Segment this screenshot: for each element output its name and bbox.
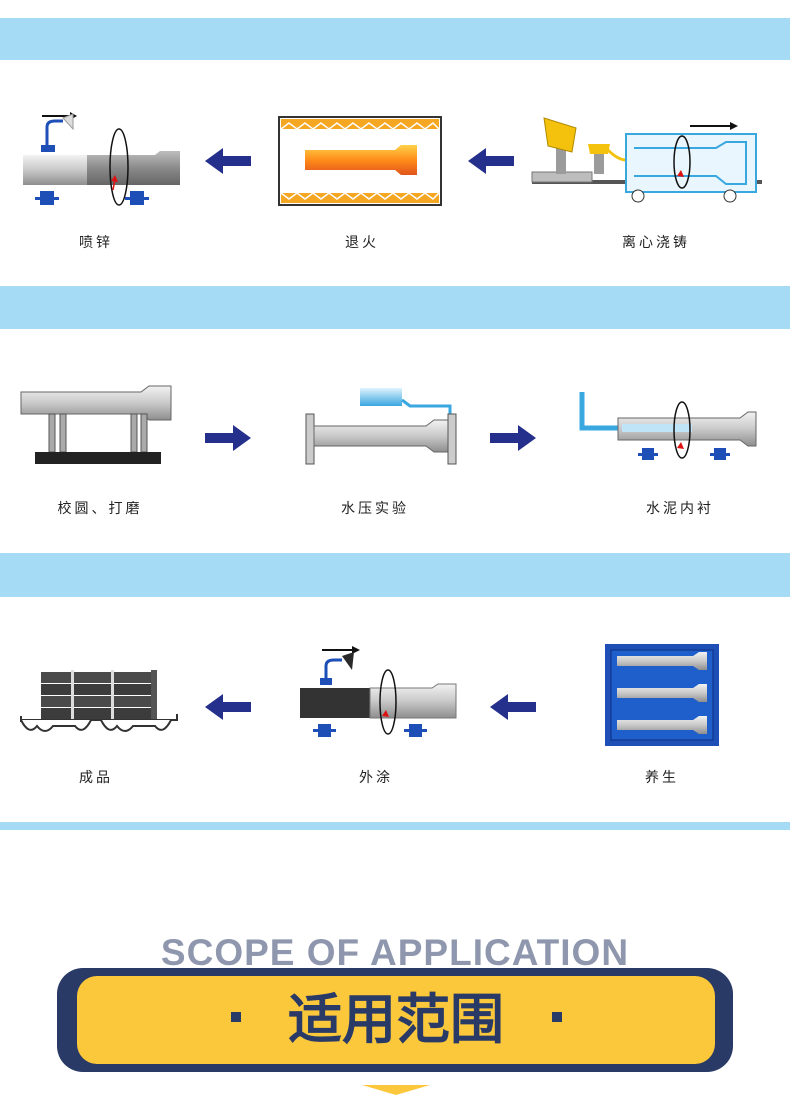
hydrostatic-test-illustration <box>300 382 540 502</box>
left-arrow-icon <box>205 694 251 720</box>
left-arrow-icon <box>468 148 514 174</box>
step-label-rounding-grinding: 校圆、打磨 <box>57 501 143 517</box>
section-divider <box>0 822 790 830</box>
bullet-dot-icon <box>552 1012 562 1022</box>
step-label-cement-lining: 水泥内衬 <box>646 501 714 517</box>
step-label-external-coating: 外涂 <box>359 770 393 786</box>
section-band-3 <box>0 553 790 597</box>
left-arrow-icon <box>205 148 251 174</box>
finished-product-illustration <box>15 664 255 784</box>
section-band-2 <box>0 286 790 329</box>
right-arrow-icon <box>490 425 536 451</box>
step-label-curing: 养生 <box>645 770 679 786</box>
step-label-annealing: 退火 <box>345 235 379 251</box>
step-label-zinc-spraying: 喷锌 <box>79 235 113 251</box>
banner-pointer <box>362 1085 430 1095</box>
centrifugal-casting-illustration <box>530 112 770 232</box>
scope-title: 适用范围 <box>288 988 504 1051</box>
right-arrow-icon <box>205 425 251 451</box>
annealing-illustration <box>275 115 515 235</box>
zinc-spraying-illustration <box>15 105 255 225</box>
left-arrow-icon <box>490 694 536 720</box>
scope-banner <box>77 976 715 1064</box>
rounding-grinding-illustration <box>15 382 255 502</box>
step-label-finished-product: 成品 <box>79 770 113 786</box>
curing-illustration <box>603 642 790 762</box>
step-label-centrifugal-casting: 离心浇铸 <box>622 235 690 251</box>
bullet-dot-icon <box>231 1012 241 1022</box>
external-coating-illustration <box>292 642 532 762</box>
section-band-1 <box>0 18 790 60</box>
cement-lining-illustration <box>572 388 790 508</box>
step-label-hydrostatic-test: 水压实验 <box>341 501 409 517</box>
scope-english-heading: SCOPE OF APPLICATION <box>160 932 630 966</box>
